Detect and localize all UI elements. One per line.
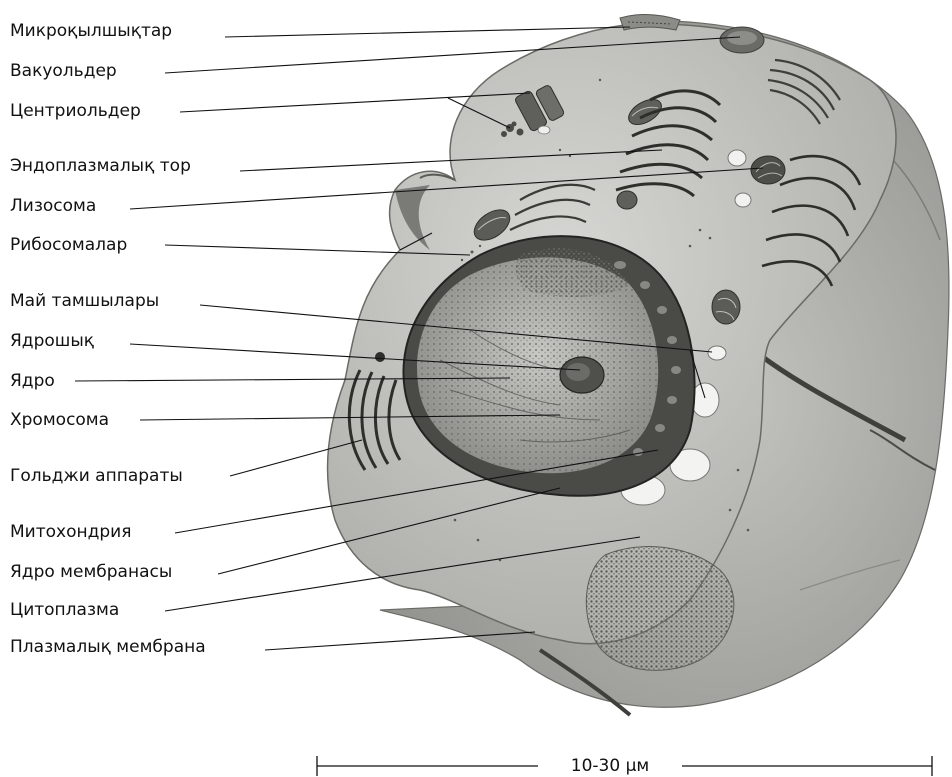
label-lysosome: Лизосома: [10, 196, 96, 216]
cell-illustration: [328, 14, 949, 715]
label-chromosome: Хромосома: [10, 410, 109, 430]
label-mitochondria: Митохондрия: [10, 522, 131, 542]
label-plasma-membrane: Плазмалық мембрана: [10, 637, 206, 657]
label-centrioles: Центриольдер: [10, 101, 141, 121]
label-golgi: Гольджи аппараты: [10, 466, 183, 486]
scale-bar: 10-30 μм: [317, 756, 932, 776]
scale-bar-label: 10-30 μм: [571, 756, 649, 776]
label-ribosomes: Рибосомалар: [10, 235, 127, 255]
label-nucleolus: Ядрошық: [10, 331, 94, 351]
label-vacuoles: Вакуольдер: [10, 61, 117, 81]
label-nuclear-membrane: Ядро мембранасы: [10, 562, 172, 582]
label-microtubules: Микроқылшықтар: [10, 21, 172, 41]
label-er: Эндоплазмалық тор: [10, 156, 191, 176]
label-nucleus: Ядро: [10, 371, 55, 391]
label-cytoplasm: Цитоплазма: [10, 600, 119, 620]
cytoplasm-texture-patch: [586, 547, 734, 671]
label-fat-droplets: Май тамшылары: [10, 291, 159, 311]
leader-microtubules: [225, 27, 630, 37]
fat-droplet-1: [708, 346, 726, 360]
labels: Микроқылшықтар Вакуольдер Центриольдер Э…: [10, 21, 206, 657]
